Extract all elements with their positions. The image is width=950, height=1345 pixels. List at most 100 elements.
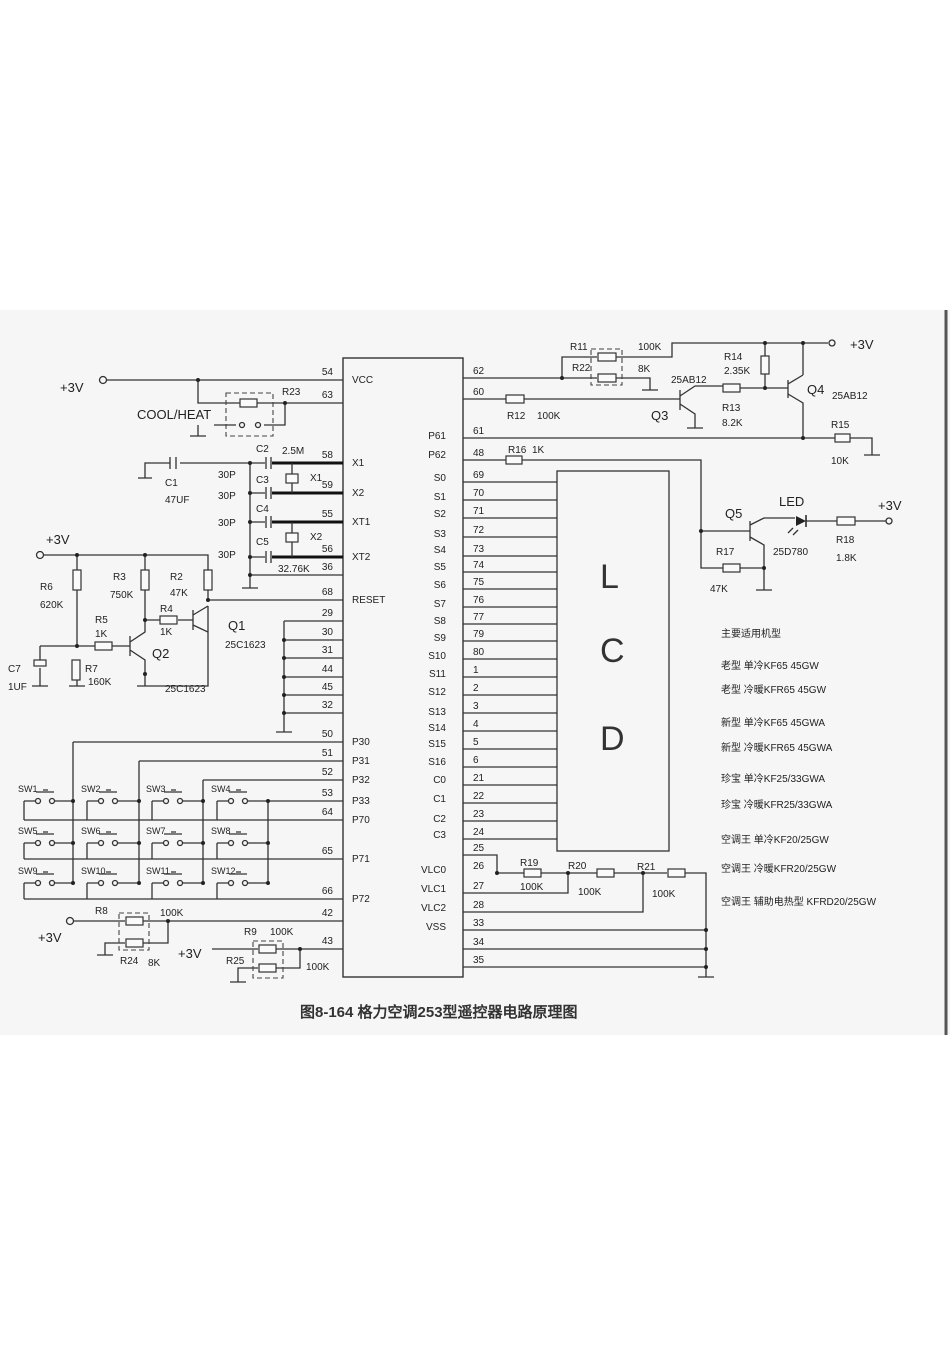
pin-number: 2 (473, 683, 479, 694)
figure-caption: 图8-164 格力空调253型遥控器电路原理图 (300, 1003, 578, 1021)
svg-text:25AB12: 25AB12 (832, 391, 868, 402)
model-list-title: 主要适用机型 (721, 627, 781, 640)
svg-text:R7: R7 (85, 664, 98, 675)
pin-number: 55 (322, 509, 334, 520)
pin-number: 59 (322, 480, 334, 491)
pin-label: XT1 (352, 517, 371, 528)
svg-text:25C1623: 25C1623 (225, 640, 266, 651)
ir-driver-circuit: +3V R11 100K R22 8K R12 100K 25AB12 Q3 R… (463, 337, 880, 467)
cool-heat-label: COOL/HEAT (137, 407, 211, 422)
pin-label: X1 (352, 458, 365, 469)
pin-number: 76 (473, 595, 485, 606)
lcd-letter-d: D (600, 720, 625, 758)
svg-text:SW5: SW5 (18, 826, 38, 836)
svg-text:1K: 1K (160, 627, 173, 638)
pin-label: C0 (433, 775, 446, 786)
svg-text:R17: R17 (716, 547, 735, 558)
pin-number: 75 (473, 577, 485, 588)
svg-text:25C1623: 25C1623 (165, 684, 206, 695)
pin-label: RESET (352, 595, 385, 606)
svg-text:Q4: Q4 (807, 382, 824, 397)
key-switch: SW3 (146, 784, 205, 805)
pin-number: 21 (473, 773, 485, 784)
pin-number: 6 (473, 755, 479, 766)
pin-number: 44 (322, 664, 334, 675)
svg-text:100K: 100K (537, 411, 561, 422)
pin-label: S4 (434, 545, 447, 556)
pin-number: 32 (322, 700, 334, 711)
key-switch: SW7 (146, 826, 205, 847)
pin-number: 36 (322, 562, 334, 573)
pin-number: 42 (322, 908, 334, 919)
svg-text:R16: R16 (508, 445, 527, 456)
key-switch: SW1 (18, 784, 75, 805)
led-driver-circuit: R16 1K Q5 LED 25D780 R17 47K +3V R18 1.8… (463, 445, 902, 595)
key-switch: SW4 (211, 784, 270, 805)
svg-text:47UF: 47UF (165, 495, 189, 506)
model-row: 老型 单冷KF65 45GW (721, 659, 819, 672)
key-switch: SW8 (211, 826, 270, 847)
pin-number: 70 (473, 488, 485, 499)
svg-text:2.5M: 2.5M (282, 446, 304, 457)
svg-text:R12: R12 (507, 411, 526, 422)
svg-text:R13: R13 (722, 403, 741, 414)
pin-label: S6 (434, 580, 447, 591)
pin-number: 52 (322, 767, 334, 778)
pin-number: 72 (473, 525, 485, 536)
pin-number: 62 (473, 366, 485, 377)
svg-text:25D780: 25D780 (773, 547, 808, 558)
pin-label: S16 (428, 757, 446, 768)
pin-label: S9 (434, 633, 447, 644)
key-switch: SW11 (146, 866, 205, 887)
svg-text:1UF: 1UF (8, 682, 27, 693)
svg-text:100K: 100K (270, 927, 294, 938)
pin-number: 58 (322, 450, 334, 461)
pin-number: 66 (322, 886, 334, 897)
svg-text:+3V: +3V (38, 930, 62, 945)
pin-label: VLC1 (421, 884, 446, 895)
svg-text:R2: R2 (170, 572, 183, 583)
pin-label: VSS (426, 922, 446, 933)
pin-number: 74 (473, 560, 485, 571)
pin-label: S8 (434, 616, 447, 627)
key-switch: SW2 (81, 784, 141, 805)
svg-text:30P: 30P (218, 550, 236, 561)
svg-text:C1: C1 (165, 478, 178, 489)
svg-text:C3: C3 (256, 475, 269, 486)
right-pins: P61P62S0S1S2S3S4S5S6S7S8S9S10S11S12S13S1… (421, 366, 557, 966)
pin-number: 61 (473, 426, 485, 437)
pin-label: S13 (428, 707, 446, 718)
pin-number: 63 (322, 390, 334, 401)
pin-number: 68 (322, 587, 334, 598)
svg-text:R4: R4 (160, 604, 173, 615)
pin-number: 33 (473, 918, 485, 929)
model-row: 空调王 单冷KF20/25GW (721, 833, 829, 846)
svg-text:R15: R15 (831, 420, 850, 431)
svg-text:30P: 30P (218, 518, 236, 529)
svg-text:R25: R25 (226, 956, 245, 967)
pin-number: 29 (322, 608, 334, 619)
svg-text:32.76K: 32.76K (278, 564, 310, 575)
pin-label: S11 (429, 669, 446, 680)
pin-number: 24 (473, 827, 485, 838)
pin-number: 65 (322, 846, 334, 857)
svg-text:C5: C5 (256, 537, 269, 548)
pin-number: 34 (473, 937, 485, 948)
svg-text:8K: 8K (638, 364, 651, 375)
svg-text:Q3: Q3 (651, 408, 668, 423)
pin-number: 27 (473, 881, 485, 892)
key-switch: SW12 (211, 866, 270, 887)
svg-text:8K: 8K (148, 958, 161, 969)
svg-text:R24: R24 (120, 956, 139, 967)
pin-number: 53 (322, 788, 334, 799)
pin-number: 28 (473, 900, 485, 911)
pin-number: 26 (473, 861, 485, 872)
pin-number: 48 (473, 448, 485, 459)
svg-text:SW7: SW7 (146, 826, 166, 836)
svg-text:1K: 1K (95, 629, 108, 640)
svg-text:SW2: SW2 (81, 784, 101, 794)
pin-label: XT2 (352, 552, 371, 563)
pin-label: VCC (352, 375, 373, 386)
svg-text:100K: 100K (652, 889, 676, 900)
